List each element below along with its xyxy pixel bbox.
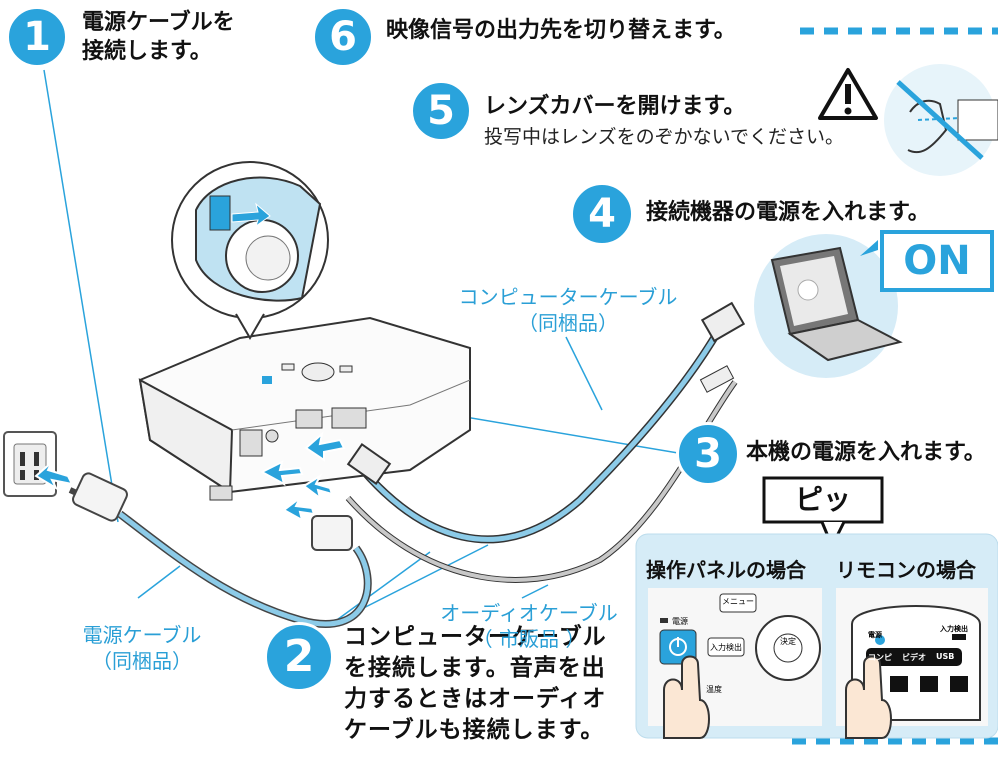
power-button[interactable] — [660, 630, 696, 664]
no-look-icon — [884, 64, 998, 176]
remote-title: リモコンの場合 — [836, 558, 976, 582]
source-search-button[interactable]: 入力検出 — [710, 643, 742, 652]
remote-usb-button[interactable]: USB — [936, 652, 955, 661]
step-2-text: コンピューターケーブル を接続します。音声を出 力するときはオーディオ ケーブル… — [344, 624, 607, 743]
step-number-circle: 6 — [312, 6, 374, 68]
menu-button[interactable]: メニュー — [722, 597, 754, 606]
step-number-circle: 2 — [264, 622, 334, 692]
step-number-circle: 4 — [570, 182, 634, 246]
warning-icon — [818, 68, 878, 120]
audio-cable-label: オーディオケーブル（ 市販品 ） — [440, 601, 618, 651]
step-number-circle: 1 — [6, 6, 68, 68]
on-label: ON — [903, 238, 971, 284]
remote-computer-button[interactable]: コンピ — [868, 653, 892, 662]
step-4-text: 接続機器の電源を入れます。 — [646, 200, 930, 225]
control-panel-title: 操作パネルの場合 — [646, 558, 806, 582]
beep-label: ピッ — [794, 483, 851, 516]
remote-source-label: 入力検出 — [940, 625, 968, 633]
hand-icon — [663, 655, 892, 739]
enter-button[interactable]: 決定 — [780, 637, 796, 646]
step-3-text: 本機の電源を入れます。 — [746, 440, 986, 465]
control-panels — [635, 533, 998, 739]
laptop — [754, 234, 903, 378]
remote-power-label: 電源 — [868, 631, 882, 639]
step-number-circle: 5 — [410, 80, 472, 142]
computer-cable — [346, 301, 746, 544]
power-cable — [68, 472, 372, 628]
temp-label: 温度 — [706, 685, 722, 694]
step-number-circle: 3 — [676, 422, 740, 486]
on-callout-box — [860, 230, 994, 292]
step-5-note: 投写中はレンズをのぞかないでください。 — [484, 126, 845, 148]
power-label: 電源 — [672, 617, 688, 626]
computer-cable-label: コンピューターケーブル（同梱品） — [458, 285, 678, 335]
step-5-text: レンズカバーを開けます。 — [484, 94, 746, 119]
arrow-icon — [34, 431, 346, 522]
beep-callout-box — [762, 476, 884, 550]
remote-video-button[interactable]: ビデオ — [902, 653, 926, 662]
projector — [138, 316, 471, 501]
step-1-text: 電源ケーブルを接続します。 — [82, 10, 235, 64]
lens-cover-zoom — [171, 161, 329, 340]
step-6-text: 映像信号の出力先を切り替えます。 — [386, 18, 736, 43]
power-cable-label: 電源ケーブル（同梱品） — [82, 623, 202, 673]
